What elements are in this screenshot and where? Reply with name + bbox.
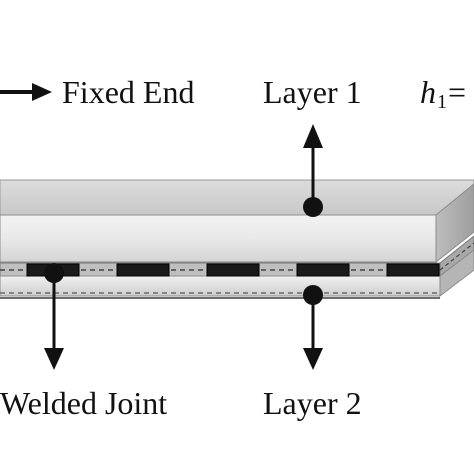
fixed-end-callout: Fixed End (0, 74, 194, 110)
welded-joint-3 (206, 263, 260, 277)
layer-2-pointer-head (303, 348, 323, 370)
welded-joint-5 (386, 263, 440, 277)
layer-2-side-face (439, 249, 474, 298)
thickness-label: h 1 = (420, 74, 466, 113)
fixed-end-label: Fixed End (62, 74, 194, 110)
layer-1-front-face (0, 214, 437, 263)
interface-dashed-line-side (439, 242, 474, 271)
layer-1-pointer-dot (303, 197, 323, 217)
welded-joint-label: Welded Joint (0, 385, 167, 421)
layer-1-top-face (0, 179, 474, 216)
layer-1-slab (0, 179, 474, 264)
layer-2-pointer (303, 285, 323, 370)
layer-2-slab (0, 249, 474, 299)
thickness-equals: = (448, 74, 466, 110)
layer-2-pointer-dot (303, 285, 323, 305)
welded-joint-pointer-head (44, 348, 64, 370)
welded-joint-pointer (44, 263, 64, 370)
layer-2-label: Layer 2 (263, 385, 362, 421)
layer-1-pointer-head (303, 124, 323, 148)
welded-joint-4 (296, 263, 350, 277)
welded-joint-pointer-dot (44, 263, 64, 283)
thickness-symbol: h (420, 74, 436, 110)
layer-1-label: Layer 1 (263, 74, 362, 110)
fixed-end-arrow-head (32, 83, 52, 101)
layer-1-pointer (303, 124, 323, 217)
layer-1-side-face (435, 183, 474, 264)
thickness-subscript: 1 (437, 91, 447, 113)
welded-joint-2 (116, 263, 170, 277)
